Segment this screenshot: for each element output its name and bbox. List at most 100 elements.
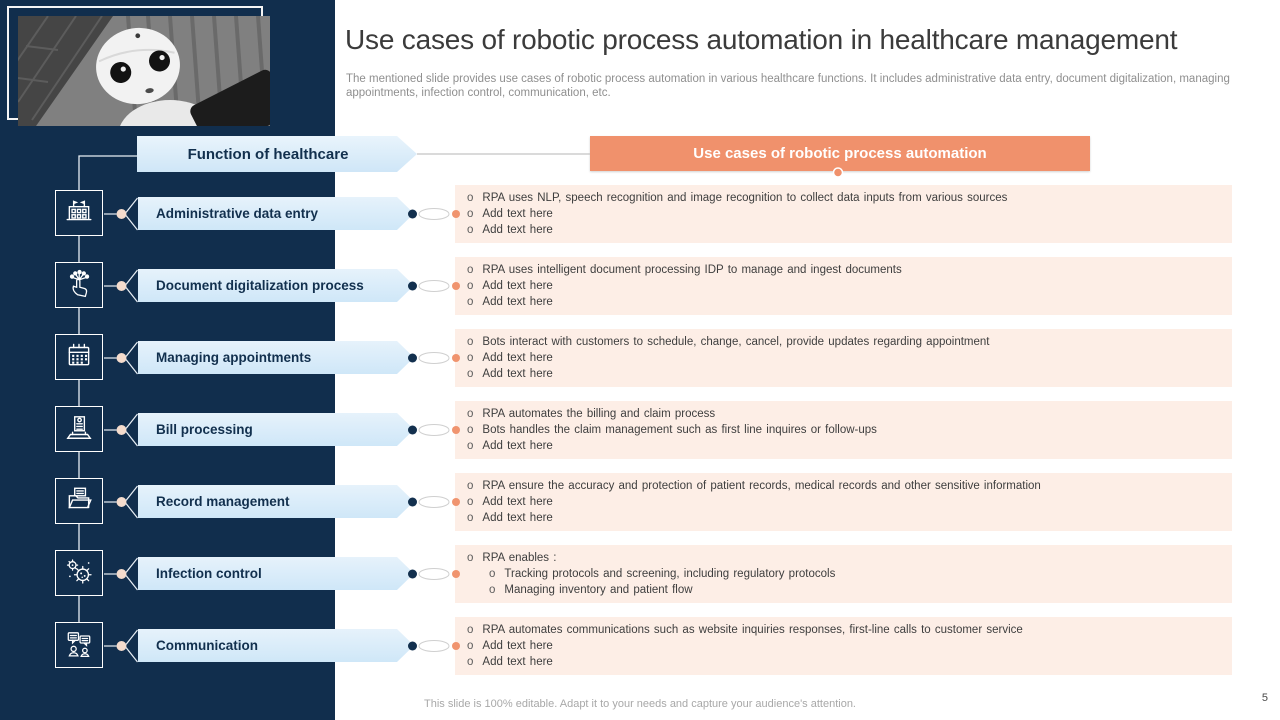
communication-icon [64, 628, 94, 663]
use-case-bullet[interactable]: o Add text here [467, 366, 1222, 382]
function-label-text: Managing appointments [156, 350, 312, 365]
use-case-box-3[interactable]: o RPA automates the billing and claim pro… [455, 401, 1232, 459]
bullet-text: Bots interact with customers to schedule… [482, 336, 990, 348]
function-label-5[interactable]: Infection control [138, 557, 414, 590]
function-icon-box[interactable] [55, 334, 103, 380]
function-icon-box[interactable] [55, 550, 103, 596]
function-label-3[interactable]: Bill processing [138, 413, 414, 446]
bullet-text: Add text here [482, 352, 553, 365]
digital-touch-icon [64, 268, 94, 303]
use-case-box-0[interactable]: o RPA uses NLP, speech recognition and im… [455, 185, 1232, 243]
bullet-text: Add text here [482, 296, 553, 309]
bullet-text: Add text here [482, 368, 553, 381]
use-case-bullet[interactable]: o Add text here [467, 494, 1222, 510]
bullet-text: Add text here [482, 208, 553, 221]
bullet-text: Add text here [482, 224, 553, 237]
function-label-2[interactable]: Managing appointments [138, 341, 414, 374]
use-case-bullet[interactable]: o Add text here [467, 278, 1222, 294]
bullet-marker: o [467, 336, 474, 348]
bullet-marker: o [467, 440, 474, 453]
page-number: 5 [1261, 692, 1268, 704]
bullet-marker: o [467, 368, 474, 381]
calendar-icon [64, 340, 94, 375]
page-title[interactable]: Use cases of robotic process automation … [345, 24, 1178, 55]
function-label-text: Document digitalization process [156, 278, 364, 293]
bullet-marker: o [467, 264, 474, 276]
use-case-bullet[interactable]: o Add text here [467, 350, 1222, 366]
function-label-text: Infection control [156, 566, 262, 581]
bullet-text: Add text here [482, 496, 553, 509]
use-case-list: o RPA automates the billing and claim pro… [455, 401, 1232, 455]
bullet-marker: o [467, 208, 474, 221]
function-label-text: Record management [156, 494, 290, 509]
function-label-text: Administrative data entry [156, 206, 319, 221]
bullet-text: Add text here [482, 512, 553, 525]
use-case-bullet[interactable]: o Add text here [467, 206, 1222, 222]
function-icon-box[interactable] [55, 478, 103, 524]
use-case-list: o RPA uses NLP, speech recognition and im… [455, 185, 1232, 239]
robot-photo [18, 16, 270, 126]
bullet-text: RPA ensure the accuracy and protection o… [482, 480, 1041, 492]
slide-footer-note: This slide is 100% editable. Adapt it to… [424, 698, 856, 710]
bullet-text: RPA uses NLP, speech recognition and ima… [482, 192, 1008, 204]
bullet-text: Add text here [482, 640, 553, 653]
use-cases-header-label: Use cases of robotic process automation [693, 145, 987, 162]
use-case-bullet[interactable]: o Bots interact with customers to schedul… [467, 334, 1222, 350]
bullet-marker: o [467, 224, 474, 237]
use-case-bullet[interactable]: o RPA ensure the accuracy and protection … [467, 478, 1222, 494]
infection-germs-icon [64, 556, 94, 591]
function-of-healthcare-header[interactable]: Function of healthcare [137, 136, 417, 172]
function-icon-box[interactable] [55, 622, 103, 668]
function-icon-box[interactable] [55, 190, 103, 236]
bullet-marker: o [467, 624, 474, 636]
hospital-building-icon [64, 196, 94, 231]
bullet-text: RPA automates the billing and claim proc… [482, 408, 716, 420]
bullet-text: Add text here [482, 280, 553, 293]
bullet-marker: o [467, 424, 474, 437]
function-header-label: Function of healthcare [187, 145, 349, 163]
bullet-text: RPA enables : [482, 552, 557, 564]
use-case-bullet[interactable]: o Add text here [467, 222, 1222, 238]
function-label-4[interactable]: Record management [138, 485, 414, 518]
function-label-6[interactable]: Communication [138, 629, 414, 662]
use-case-bullet[interactable]: o Add text here [467, 638, 1222, 654]
bullet-marker: o [467, 280, 474, 293]
use-cases-header[interactable]: Use cases of robotic process automation [590, 136, 1090, 171]
bullet-marker: o [467, 496, 474, 509]
page-subtitle[interactable]: The mentioned slide provides use cases o… [346, 73, 1230, 99]
bullet-marker: o [489, 568, 496, 581]
function-label-0[interactable]: Administrative data entry [138, 197, 414, 230]
function-label-1[interactable]: Document digitalization process [138, 269, 414, 302]
use-case-list: o RPA ensure the accuracy and protection … [455, 473, 1232, 527]
bullet-marker: o [467, 480, 474, 492]
bullet-text: Bots handles the claim management such a… [482, 424, 877, 437]
bullet-marker: o [467, 352, 474, 365]
bullet-text: Managing inventory and patient flow [504, 584, 693, 597]
bullet-marker: o [467, 640, 474, 653]
use-case-bullet[interactable]: o Add text here [467, 510, 1222, 526]
function-icon-box[interactable] [55, 406, 103, 452]
use-case-bullet[interactable]: o Bots handles the claim management such … [467, 422, 1222, 438]
function-icon-box[interactable] [55, 262, 103, 308]
bullet-marker: o [467, 296, 474, 309]
use-case-box-2[interactable]: o Bots interact with customers to schedul… [455, 329, 1232, 387]
bullet-marker: o [467, 512, 474, 525]
use-case-box-4[interactable]: o RPA ensure the accuracy and protection … [455, 473, 1232, 531]
use-case-bullet[interactable]: o Add text here [467, 294, 1222, 310]
